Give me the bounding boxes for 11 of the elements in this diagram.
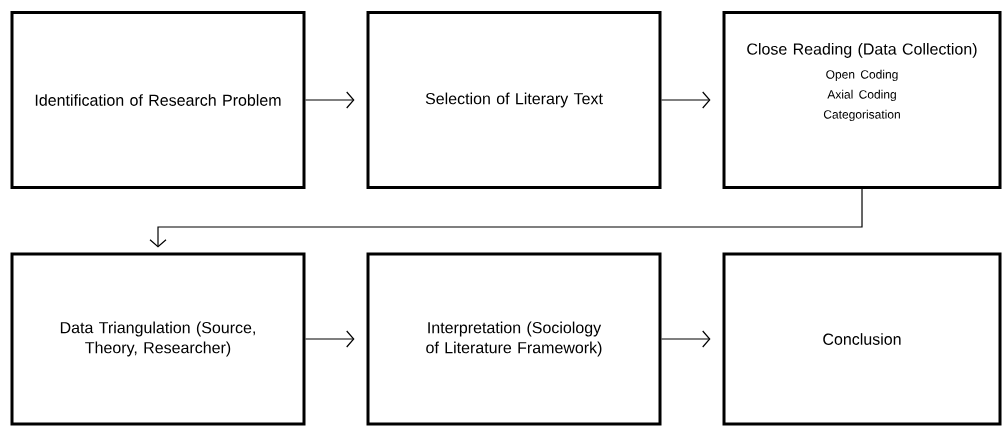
process-box: Selection of Literary Text: [366, 11, 662, 189]
process-box: Conclusion: [722, 252, 1002, 426]
arrow: [660, 330, 711, 348]
process-box: Data Triangulation (Source, Theory, Researcher): [10, 252, 306, 426]
arrow: [304, 330, 355, 348]
arrow: [149, 188, 863, 248]
process-box: Identification of Research Problem: [10, 11, 306, 189]
process-box: Interpretation (Sociology of Literature Framework): [366, 252, 662, 426]
arrow: [660, 91, 711, 109]
arrow: [304, 91, 355, 109]
process-box: Close Reading (Data Collection) Open Coding Axial Coding Categorisation: [722, 11, 1002, 189]
